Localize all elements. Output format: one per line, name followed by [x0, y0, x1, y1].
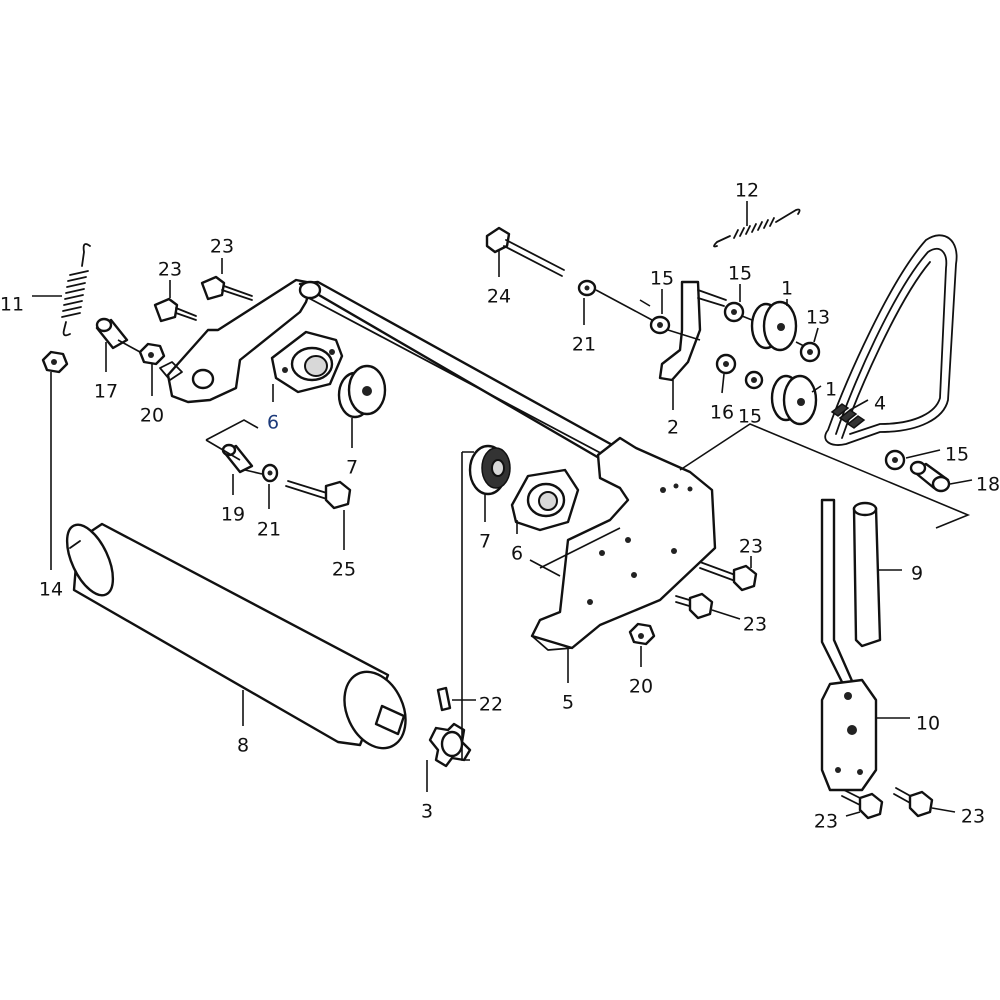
washer-part-21-b	[577, 279, 597, 297]
callout-label-c20a: 20	[140, 405, 164, 427]
pulley-part-1-lower	[770, 374, 818, 426]
bolt-part-23-c	[699, 561, 758, 592]
belt-part-4	[824, 234, 958, 446]
washer-part-15-d	[884, 449, 906, 471]
washer-part-21-a	[261, 463, 279, 483]
bolt-part-23-a	[200, 275, 253, 301]
spring-part-11	[61, 243, 91, 337]
nut-part-20-b	[628, 622, 656, 646]
spacer-part-16	[715, 353, 737, 375]
washer-part-15-c	[744, 370, 764, 390]
callout-label-c1b: 1	[825, 379, 837, 401]
callout-label-c23d: 23	[743, 614, 767, 636]
callout-label-c6a: 6	[267, 412, 279, 434]
callout-label-c15c: 15	[738, 406, 762, 428]
nut-part-13	[799, 341, 821, 363]
callout-label-c23c: 23	[739, 536, 763, 558]
bolt-part-25	[285, 480, 352, 510]
collar-part-18	[909, 460, 951, 493]
callout-label-c16: 16	[710, 402, 734, 424]
nut-part-14	[41, 350, 69, 374]
key-part-22	[436, 686, 452, 712]
callout-label-c15b: 15	[728, 263, 752, 285]
roller-part-8	[65, 522, 407, 750]
washer-part-15-a	[649, 315, 671, 335]
callout-label-c9: 9	[911, 563, 923, 585]
callout-label-c15d: 15	[945, 444, 969, 466]
bolt-part-23-b	[153, 297, 197, 323]
handle-lever-part-10	[820, 498, 878, 792]
bolt-part-23-f	[893, 787, 934, 818]
callout-label-c23e: 23	[814, 811, 838, 833]
callout-label-c20b: 20	[629, 676, 653, 698]
callout-label-c24: 24	[487, 286, 511, 308]
side-plate-part-5	[530, 436, 717, 651]
callout-label-c1a: 1	[781, 278, 793, 300]
bearing-part-7-right	[468, 444, 511, 496]
callout-label-c21a: 21	[257, 519, 281, 541]
callout-label-c8: 8	[237, 735, 249, 757]
bearing-part-7-left	[337, 364, 387, 419]
callout-label-c17: 17	[94, 381, 118, 403]
spring-part-12	[713, 208, 801, 248]
pulley-part-1-upper	[750, 300, 798, 352]
callout-label-c14: 14	[39, 579, 63, 601]
callout-label-c23f: 23	[961, 806, 985, 828]
callout-label-c21b: 21	[572, 334, 596, 356]
callout-label-c22: 22	[479, 694, 503, 716]
roller-frame-arm	[159, 278, 627, 464]
grip-part-9	[852, 501, 882, 648]
callout-label-c7b: 7	[479, 531, 491, 553]
callout-leaders	[32, 201, 973, 817]
callout-label-c13: 13	[806, 307, 830, 329]
callout-label-c2: 2	[667, 417, 679, 439]
flange-housing-part-6-left	[270, 330, 344, 394]
bolt-part-23-e	[841, 789, 884, 820]
callout-label-c7a: 7	[346, 457, 358, 479]
spacer-part-17	[95, 317, 129, 350]
callout-label-c4: 4	[874, 393, 886, 415]
washer-part-15-b	[723, 301, 745, 323]
sprocket-part-3	[428, 722, 472, 768]
callout-label-c12: 12	[735, 180, 759, 202]
bolt-part-24	[485, 226, 565, 277]
lever-bracket-part-2	[658, 280, 727, 382]
callout-label-c10: 10	[916, 713, 940, 735]
bolt-part-23-d	[675, 592, 714, 620]
callout-label-c5: 5	[562, 692, 574, 714]
callout-label-c3: 3	[421, 801, 433, 823]
callout-label-c23a: 23	[210, 236, 234, 258]
callout-label-c18: 18	[976, 474, 1000, 496]
nut-part-20-a	[138, 342, 166, 366]
callout-label-c6b: 6	[511, 543, 523, 565]
assembly-lines	[117, 289, 971, 761]
callout-label-c15a: 15	[650, 268, 674, 290]
callout-label-c19: 19	[221, 504, 245, 526]
callout-label-c11: 11	[0, 294, 24, 316]
callout-label-c25: 25	[332, 559, 356, 581]
flange-housing-part-6-right	[510, 468, 580, 532]
callout-label-c23b: 23	[158, 259, 182, 281]
